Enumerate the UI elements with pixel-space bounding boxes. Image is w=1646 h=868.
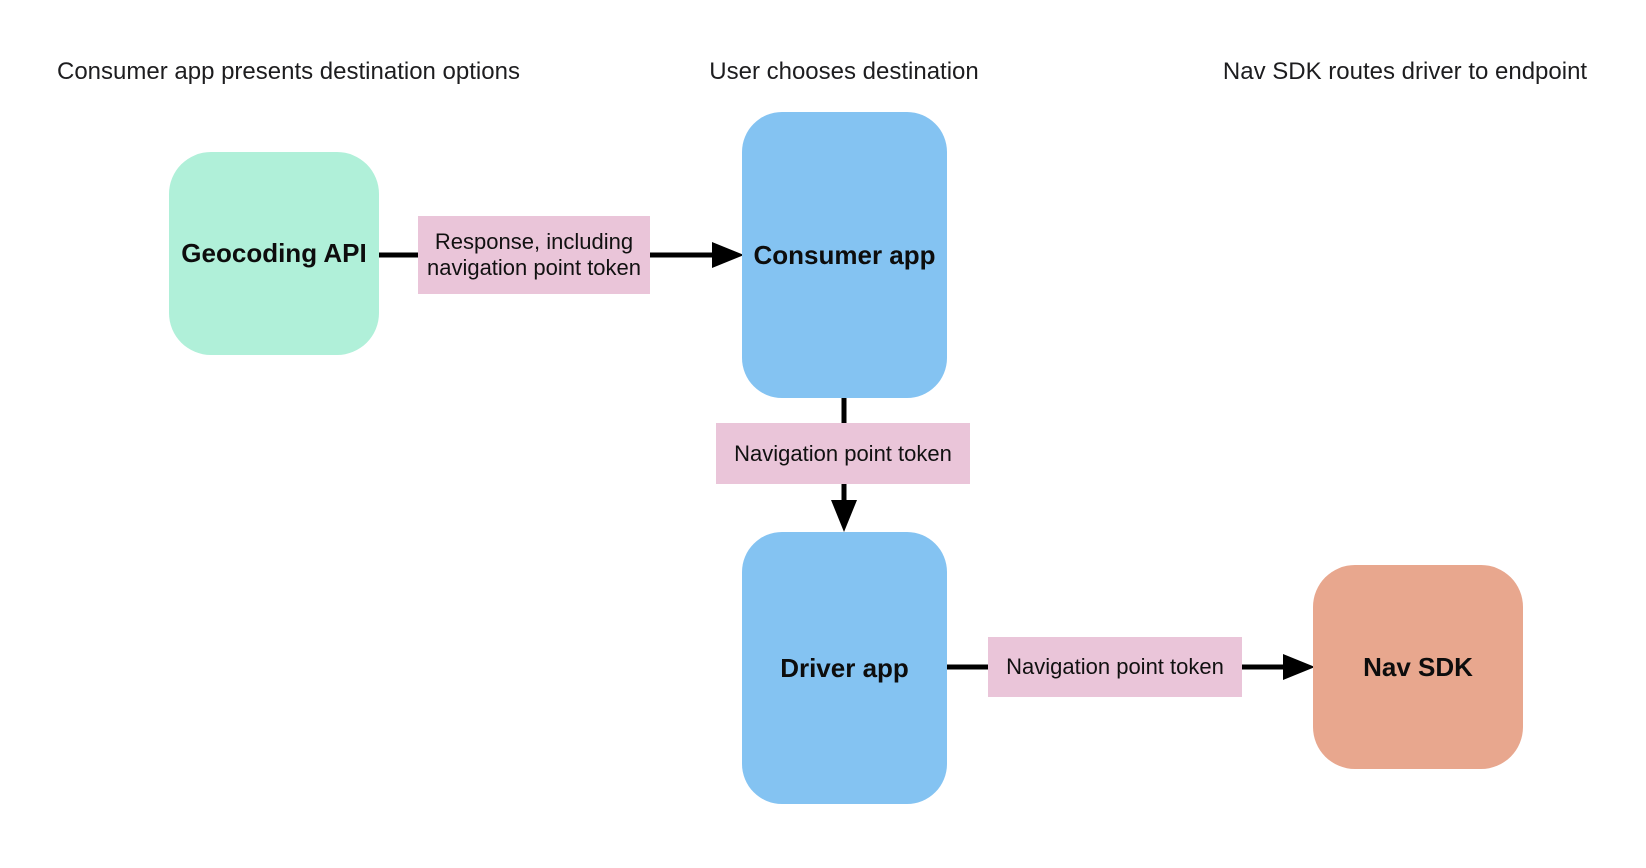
node-geocoding-api: Geocoding API <box>169 152 379 355</box>
stage-header-navsdk-routes: Nav SDK routes driver to endpoint <box>1222 58 1588 85</box>
stage-header-consumer-presents: Consumer app presents destination option… <box>57 58 520 85</box>
node-consumer-app: Consumer app <box>742 112 947 398</box>
node-consumer-app-label: Consumer app <box>753 239 936 270</box>
edge-label-navigation-point-token-mid: Navigation point token <box>716 423 970 484</box>
edge-label-navigation-point-token-right: Navigation point token <box>988 637 1242 697</box>
edge-label-token-right-text: Navigation point token <box>1006 654 1224 679</box>
edge-label-response-including-token: Response, including navigation point tok… <box>418 216 650 294</box>
node-driver-app: Driver app <box>742 532 947 804</box>
edge-label-response-text: Response, including navigation point tok… <box>426 229 642 280</box>
stage-header-user-chooses: User chooses destination <box>709 58 979 85</box>
node-nav-sdk-label: Nav SDK <box>1363 651 1473 682</box>
arrowhead-into-navsdk-icon <box>1283 654 1315 680</box>
arrowhead-into-consumer-icon <box>712 242 744 268</box>
node-geocoding-api-label: Geocoding API <box>181 238 367 268</box>
arrowhead-into-driver-icon <box>831 500 857 532</box>
node-nav-sdk: Nav SDK <box>1313 565 1523 769</box>
edge-label-token-mid-text: Navigation point token <box>734 440 952 466</box>
node-driver-app-label: Driver app <box>780 652 909 683</box>
